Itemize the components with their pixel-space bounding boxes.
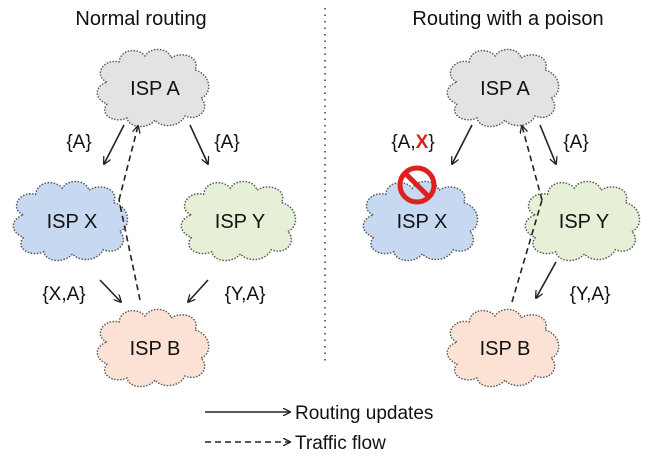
legend-traffic-flow: Traffic flow: [295, 433, 386, 454]
label-a-to-x-poisoned: {A,X}: [391, 132, 434, 153]
traffic-y-to-a: [522, 126, 543, 201]
label-a-to-x: {A}: [66, 132, 91, 153]
right-node-isp-b: ISP B: [446, 308, 560, 388]
label-y-to-b: {Y,A}: [225, 284, 266, 305]
arrow-a-to-y: [539, 124, 556, 164]
label-a-to-y: {A}: [563, 132, 588, 153]
prohibited-icon: [397, 165, 437, 205]
node-label: ISP X: [47, 211, 98, 233]
label-prefix: {A,: [391, 132, 415, 153]
traffic-b-to-x: [118, 199, 141, 301]
node-label: ISP A: [130, 78, 180, 100]
right-panel: ISP A ISP X ISP Y ISP B {A,X} {A} {Y,A}: [362, 48, 641, 388]
node-label: ISP B: [130, 338, 181, 360]
label-y-to-b: {Y,A}: [570, 284, 611, 305]
node-label: ISP A: [480, 78, 530, 100]
node-label: ISP Y: [215, 211, 265, 233]
right-node-isp-x: ISP X: [362, 180, 479, 262]
arrow-x-to-b: [99, 279, 121, 302]
arrow-a-to-x: [104, 124, 125, 164]
left-panel-title: Normal routing: [75, 8, 206, 30]
label-x-to-b: {X,A}: [42, 284, 85, 305]
arrow-y-to-b: [536, 261, 557, 298]
arrow-y-to-b: [188, 279, 209, 302]
legend-routing-updates: Routing updates: [295, 403, 433, 424]
left-panel: ISP A ISP X ISP Y ISP B {A} {A} {X,A} {Y…: [12, 48, 297, 388]
arrow-a-to-x: [452, 124, 473, 164]
legend: Routing updates Traffic flow: [205, 403, 433, 454]
left-node-isp-x: ISP X: [12, 180, 129, 262]
label-a-to-y: {A}: [214, 132, 239, 153]
left-node-isp-a: ISP A: [96, 48, 210, 128]
traffic-b-to-y: [511, 199, 543, 303]
right-node-isp-y: ISP Y: [524, 180, 641, 262]
node-label: ISP Y: [559, 211, 609, 233]
label-suffix: }: [428, 132, 434, 153]
right-panel-title: Routing with a poison: [412, 8, 603, 30]
arrow-a-to-y: [189, 124, 208, 164]
traffic-x-to-a: [118, 126, 138, 201]
right-node-isp-a: ISP A: [446, 48, 560, 128]
left-node-isp-b: ISP B: [96, 308, 210, 388]
node-label: ISP X: [397, 211, 448, 233]
node-label: ISP B: [480, 338, 531, 360]
poison-x: X: [416, 132, 429, 153]
left-node-isp-y: ISP Y: [180, 180, 297, 262]
